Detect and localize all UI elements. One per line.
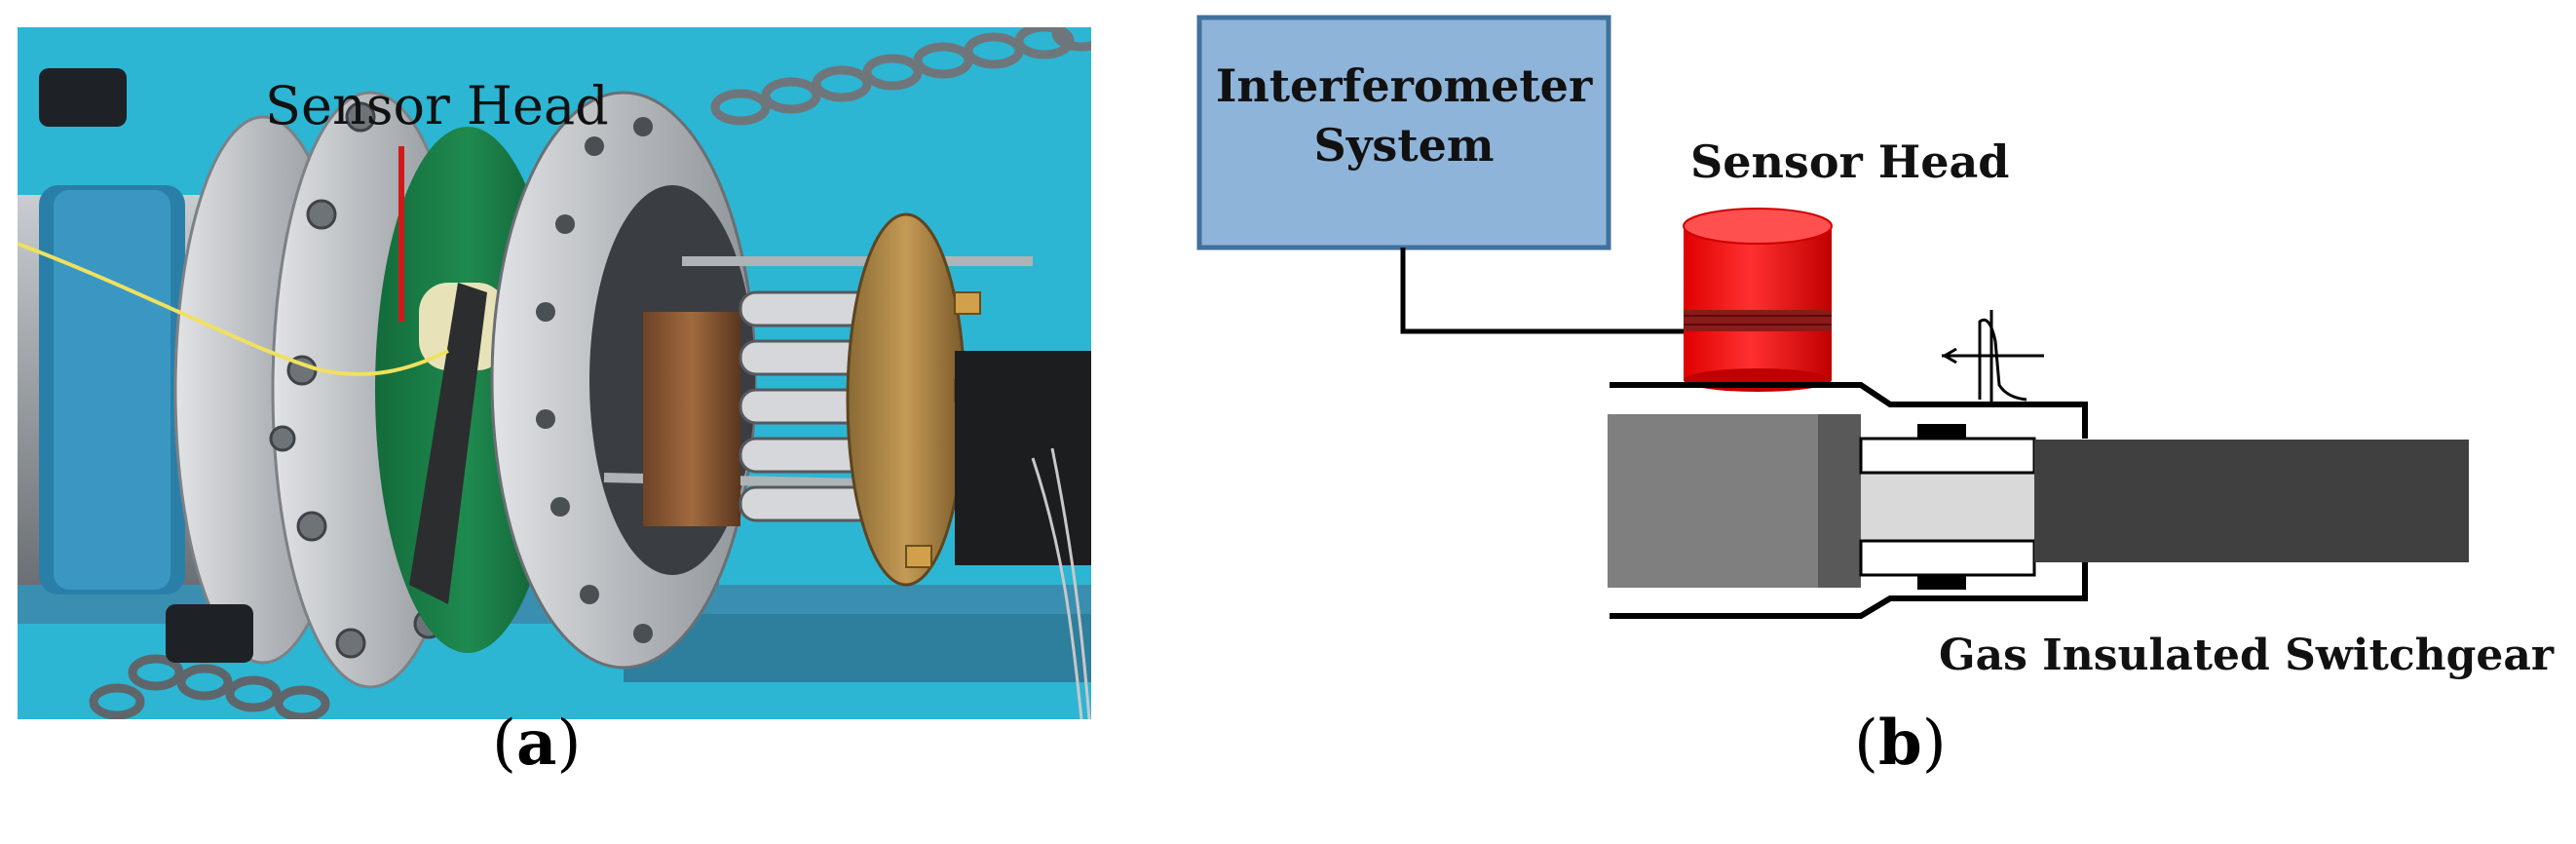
chain-top <box>710 27 1091 126</box>
inner-sleeve-bottom <box>1859 539 2036 577</box>
caption-a-letter: a <box>515 707 557 780</box>
gis-enclosure <box>1610 382 2088 619</box>
sensor-bottom <box>1684 368 1832 392</box>
sensor-body <box>1684 226 1832 380</box>
yellow-fiber <box>18 242 449 376</box>
caption-b: (b) <box>1854 707 1947 780</box>
gis-conductor <box>1608 414 1818 588</box>
sensor-head-label: Sensor Head <box>1690 135 2009 188</box>
fiber-cable <box>1400 248 1686 334</box>
black-strap <box>409 283 487 604</box>
copper-conductor <box>643 312 740 526</box>
panel-b-diagram: Interferometer System Sensor Head <box>1196 15 2555 680</box>
dark-cable <box>2034 440 2469 562</box>
spring-stack <box>739 290 879 522</box>
clamp-device <box>39 68 127 127</box>
brass-flange <box>846 212 966 587</box>
interferometer-label-line2: System <box>1313 119 1494 172</box>
blue-tape-highlight <box>54 190 170 590</box>
flange-right-holes <box>536 117 653 643</box>
black-cable-end <box>955 351 1091 565</box>
sensor-head-cylinder <box>1683 208 1833 392</box>
sensor-top <box>1683 208 1833 245</box>
interferometer-label-line1: Interferometer <box>1216 59 1593 112</box>
support-base <box>624 614 1091 682</box>
inner-sleeve-top <box>1859 437 2036 475</box>
clamp-device-bottom <box>166 604 253 663</box>
insulator-spacer <box>1861 473 2034 541</box>
panel-a-photo: Sensor Head <box>18 27 1091 719</box>
contact-bottom <box>1917 575 1966 590</box>
sensor-fiber-band <box>1684 310 1832 331</box>
caption-b-letter: b <box>1877 707 1922 780</box>
chain-bottom <box>89 654 330 719</box>
flange-bolts <box>269 101 454 659</box>
panel-a-sensor-label: Sensor Head <box>265 75 609 136</box>
gis-label: Gas Insulated Switchgear <box>1939 631 2555 680</box>
cable-wires <box>1031 447 1091 719</box>
caption-a: (a) <box>492 707 582 780</box>
conductor-flange <box>1818 414 1861 588</box>
pulse-waveform-icon <box>1942 310 2044 402</box>
contact-top <box>1917 424 1966 439</box>
